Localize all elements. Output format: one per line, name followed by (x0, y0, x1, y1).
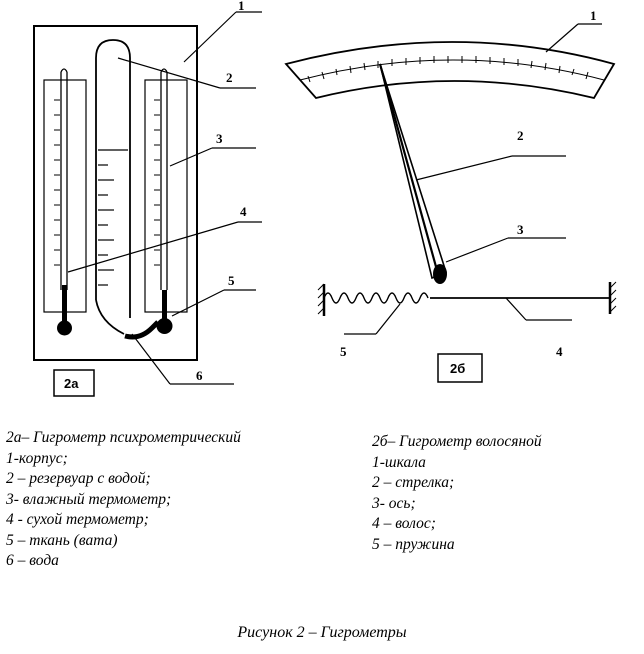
box-2b-label: 2б (450, 361, 465, 376)
pointer-axis (433, 264, 447, 284)
legend-right-item: 3- ось; (372, 494, 416, 512)
box-2a (53, 369, 95, 397)
callout-2b-3: 3 (517, 222, 524, 237)
legend-left-title: 2а– Гигрометр психрометрический (6, 429, 241, 446)
dry-thermometer-panel (43, 79, 87, 313)
wet-thermometer-panel (144, 79, 188, 313)
psychrometer-leader-lines (67, 11, 262, 385)
hair-hygrometer-leader-lines (344, 23, 602, 335)
callout-2b-1: 1 (590, 8, 597, 23)
cloth-wick (124, 320, 160, 340)
callout-2b-2: 2 (517, 128, 524, 143)
legend-hair: 2б– Гигрометр волосяной 1-шкала 2 – стре… (372, 432, 542, 555)
right-wall-hatching (609, 281, 617, 313)
callout-2a-5: 5 (228, 273, 235, 288)
legend-left-item: 3- влажный термометр; (6, 490, 172, 508)
legend-left-item: 2 – резервуар с водой; (6, 470, 151, 487)
left-wall-hatching (317, 283, 325, 315)
legend-left-item: 5 – ткань (вата) (6, 531, 118, 549)
legend-left-item: 4 - сухой термометр; (6, 511, 149, 528)
legend-right-item: 2 – стрелка; (372, 474, 455, 491)
water-reservoir (95, 39, 131, 318)
box-2b (437, 353, 483, 383)
hygrometer-figure: 1 2 3 4 5 6 2а (33, 0, 617, 397)
psychrometer-drawing (33, 11, 262, 397)
callout-2b-5: 5 (340, 344, 347, 359)
callout-2b-4: 4 (556, 344, 563, 359)
figure-caption: Рисунок 2 – Гигрометры (237, 624, 407, 641)
legend-right-item: 5 – пружина (372, 535, 455, 553)
psychrometer-callouts: 1 2 3 4 5 6 2а (64, 0, 247, 391)
spring-coil (323, 292, 429, 304)
hair-hygrometer-callouts: 1 2 3 4 5 2б (340, 8, 597, 376)
psychrometer-housing (33, 25, 198, 361)
thermometer-scale-ticks (54, 99, 160, 266)
callout-2a-2: 2 (226, 70, 233, 85)
wet-thermometer-bulb (156, 318, 173, 334)
legend-right-title: 2б– Гигрометр волосяной (372, 433, 542, 450)
dry-thermometer-bulb (57, 320, 72, 336)
water-level-marks (98, 149, 128, 286)
callout-2a-6: 6 (196, 368, 203, 383)
legend-psychrometric: 2а– Гигрометр психрометрический 1-корпус… (6, 428, 241, 572)
box-2a-label: 2а (64, 376, 79, 391)
legend-right-item: 1-шкала (372, 453, 426, 471)
dial-scale-ticks (307, 56, 589, 83)
legend-right-item: 4 – волос; (372, 515, 436, 532)
legend-left-item: 6 – вода (6, 552, 59, 569)
callout-2a-1: 1 (238, 0, 245, 13)
callout-2a-3: 3 (216, 131, 223, 146)
callout-2a-4: 4 (240, 204, 247, 219)
legend-left-item: 1-корпус; (6, 449, 68, 467)
dial-scale (284, 41, 616, 100)
hair-hygrometer-drawing (284, 23, 617, 383)
